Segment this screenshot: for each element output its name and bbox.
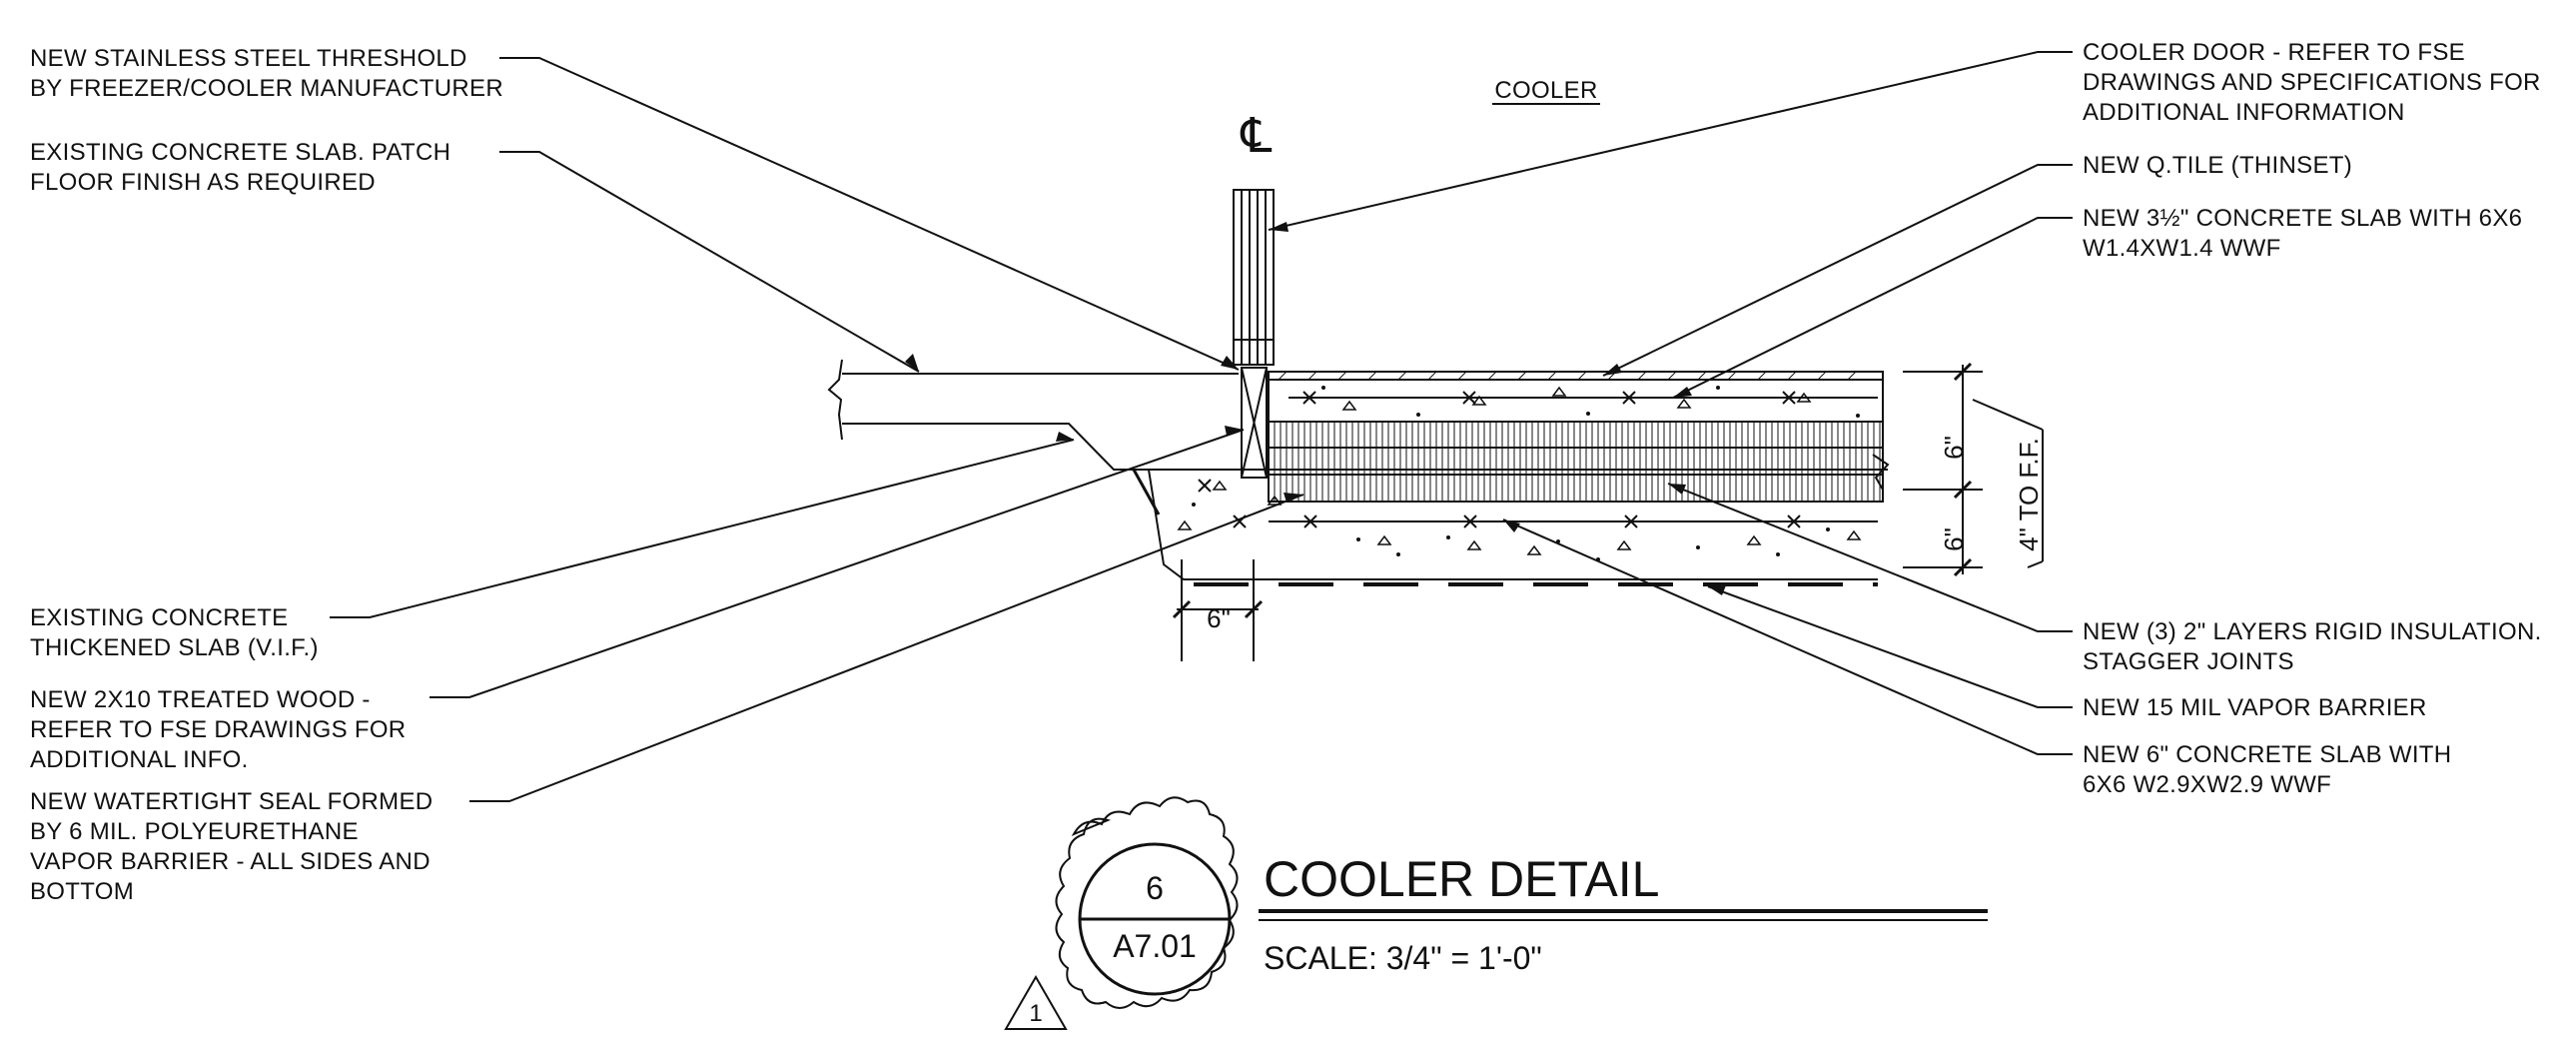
dim-curb: 6" (1207, 603, 1231, 633)
sheet-number: A7.01 (1113, 928, 1197, 964)
revision-delta (1004, 974, 1068, 1030)
note-threshold: NEW STAINLESS STEEL THRESHOLD BY FREEZER… (30, 45, 503, 102)
note-line: DRAWINGS AND SPECIFICATIONS FOR (2083, 69, 2541, 96)
note-line: NEW 15 MIL VAPOR BARRIER (2083, 694, 2427, 721)
detail-title-block: 6 A7.01 COOLER DETAIL SCALE: 3/4" = 1'-0… (1004, 796, 1988, 1030)
note-cooler-door: COOLER DOOR - REFER TO FSE DRAWINGS AND … (2083, 39, 2548, 126)
note-vapor-barrier: NEW 15 MIL VAPOR BARRIER (2083, 694, 2427, 721)
section-linework (827, 189, 1890, 586)
leader-lines (330, 51, 2073, 802)
note-line: NEW 3½" CONCRETE SLAB WITH 6X6 (2083, 205, 2522, 232)
detail-scale: SCALE: 3/4" = 1'-0" (1264, 940, 1542, 976)
insulation-hatch (1268, 421, 1884, 503)
note-line: ADDITIONAL INFORMATION (2083, 99, 2405, 126)
note-rigid-insulation: NEW (3) 2" LAYERS RIGID INSULATION. STAG… (2083, 618, 2549, 675)
note-line: BY 6 MIL. POLYEURETHANE (30, 818, 359, 845)
note-line: REFER TO FSE DRAWINGS FOR (30, 716, 406, 743)
dim-upper: 6" (1939, 436, 1969, 460)
cooler-door (1233, 189, 1275, 366)
revision-number: 1 (1029, 1000, 1042, 1027)
revision-cloud (1055, 796, 1239, 1009)
detail-number: 6 (1146, 870, 1164, 906)
note-line: NEW Q.TILE (THINSET) (2083, 152, 2352, 179)
note-line: BY FREEZER/COOLER MANUFACTURER (30, 75, 503, 102)
note-line: W1.4XW1.4 WWF (2083, 235, 2281, 262)
detail-title: COOLER DETAIL (1264, 851, 1659, 907)
notes-left: NEW STAINLESS STEEL THRESHOLD BY FREEZER… (30, 45, 503, 905)
dimension-lines (1172, 362, 2044, 661)
note-watertight-seal: NEW WATERTIGHT SEAL FORMED BY 6 MIL. POL… (30, 788, 439, 905)
dim-total: 4" TO F.F. (2014, 438, 2044, 551)
note-line: NEW WATERTIGHT SEAL FORMED (30, 788, 432, 815)
note-line: STAGGER JOINTS (2083, 648, 2294, 675)
note-existing-slab: EXISTING CONCRETE SLAB. PATCH FLOOR FINI… (30, 139, 457, 196)
note-line: VAPOR BARRIER - ALL SIDES AND (30, 848, 430, 875)
note-line: EXISTING CONCRETE SLAB. PATCH (30, 139, 450, 166)
note-line: NEW STAINLESS STEEL THRESHOLD (30, 45, 467, 72)
centerline-symbol: ℄ (1241, 108, 1273, 164)
note-thickened-slab: EXISTING CONCRETE THICKENED SLAB (V.I.F.… (30, 604, 319, 661)
note-treated-wood: NEW 2X10 TREATED WOOD - REFER TO FSE DRA… (30, 686, 413, 773)
note-line: THICKENED SLAB (V.I.F.) (30, 634, 319, 661)
room-label: COOLER (1494, 77, 1597, 104)
note-line: COOLER DOOR - REFER TO FSE (2083, 39, 2465, 66)
note-line: NEW (3) 2" LAYERS RIGID INSULATION. (2083, 618, 2542, 645)
note-line: ADDITIONAL INFO. (30, 746, 249, 773)
note-line: FLOOR FINISH AS REQUIRED (30, 169, 376, 196)
note-line: NEW 2X10 TREATED WOOD - (30, 686, 371, 713)
note-concrete-slab-upper: NEW 3½" CONCRETE SLAB WITH 6X6 W1.4XW1.4… (2083, 205, 2529, 262)
note-line: BOTTOM (30, 878, 134, 905)
note-line: EXISTING CONCRETE (30, 604, 288, 631)
note-line: 6X6 W2.9XW2.9 WWF (2083, 771, 2331, 798)
note-q-tile: NEW Q.TILE (THINSET) (2083, 152, 2352, 179)
dim-lower: 6" (1939, 527, 1969, 551)
note-line: NEW 6" CONCRETE SLAB WITH (2083, 741, 2451, 768)
note-concrete-slab-lower: NEW 6" CONCRETE SLAB WITH 6X6 W2.9XW2.9 … (2083, 741, 2458, 798)
notes-right: COOLER DOOR - REFER TO FSE DRAWINGS AND … (2083, 39, 2549, 798)
